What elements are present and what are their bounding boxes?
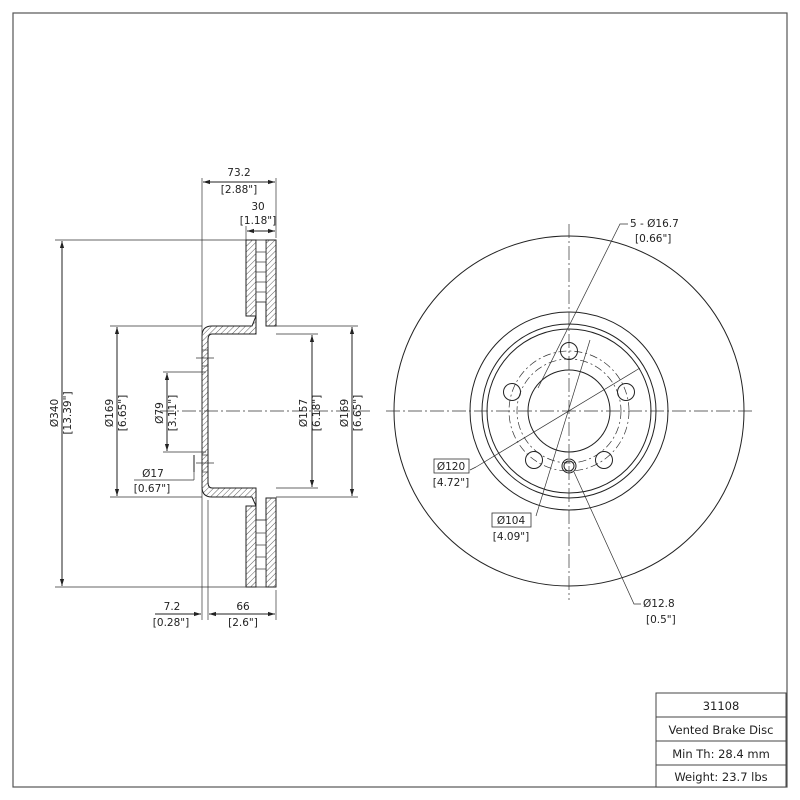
hat-section: [196, 315, 257, 507]
dim-hub-pilot-in: [4.09"]: [493, 531, 529, 543]
dim-hat-diameter-left-mm: Ø169: [104, 399, 116, 427]
dim-outer-diameter-mm: Ø340: [49, 399, 61, 427]
bolt-hole: [595, 451, 613, 469]
dim-disc-thickness-in: [1.18"]: [240, 215, 276, 227]
dim-inner-hat-diameter-in: [6.18"]: [311, 395, 323, 431]
dim-hat-height-mm: 66: [236, 601, 250, 613]
dim-locator-hole-in: [0.5"]: [646, 614, 676, 626]
dim-hat-face-thickness-mm: 7.2: [164, 601, 181, 613]
dim-bolt-hole-in: [0.67"]: [134, 483, 170, 495]
dim-center-bore-in: [3.11"]: [167, 395, 179, 431]
drawing-frame: [12, 12, 788, 788]
dim-bolt-holes-mm: 5 - Ø16.7: [630, 218, 679, 230]
part-number: 31108: [703, 699, 740, 713]
part-description: Vented Brake Disc: [669, 723, 774, 737]
dim-locator-hole-mm: Ø12.8: [643, 598, 675, 610]
dim-hat-face-thickness-in: [0.28"]: [153, 617, 189, 629]
front-view: 5 - Ø16.7 [0.66"] Ø120 [4.72"] Ø104 [4.0…: [386, 218, 752, 626]
min-thickness: Min Th: 28.4 mm: [672, 747, 770, 761]
dim-bolt-hole-mm: Ø17: [142, 468, 164, 480]
bolt-hole: [617, 383, 635, 401]
side-section-view: 73.2 [2.88"] 30 [1.18"] Ø340 [13.39"] Ø1…: [49, 167, 370, 629]
dim-hat-diameter-right-in: [6.65"]: [352, 395, 364, 431]
bolt-hole: [525, 451, 543, 469]
dim-center-bore-mm: Ø79: [154, 402, 166, 424]
locator-hole: [561, 458, 577, 474]
weight: Weight: 23.7 lbs: [674, 770, 767, 784]
dim-overall-width-in: [2.88"]: [221, 184, 257, 196]
dim-bolt-holes-in: [0.66"]: [635, 233, 671, 245]
bolt-hole: [560, 342, 578, 360]
dim-hat-height-in: [2.6"]: [228, 617, 258, 629]
dim-disc-thickness-mm: 30: [251, 201, 264, 213]
dim-inner-hat-diameter-mm: Ø157: [298, 399, 310, 427]
dim-bolt-circle-in: [4.72"]: [433, 477, 469, 489]
dim-overall-width-mm: 73.2: [227, 167, 250, 179]
lower-friction-ring: [245, 497, 277, 588]
dim-outer-diameter-in: [13.39"]: [62, 391, 74, 434]
dim-hat-diameter-right-mm: Ø169: [339, 399, 351, 427]
upper-friction-ring: [245, 239, 277, 327]
bolt-hole: [503, 383, 521, 401]
dim-hat-diameter-left-in: [6.65"]: [117, 395, 129, 431]
dim-hub-pilot-mm: Ø104: [497, 515, 526, 527]
dim-bolt-circle-mm: Ø120: [437, 461, 465, 473]
title-block: 31108 Vented Brake Disc Min Th: 28.4 mm …: [655, 692, 787, 788]
